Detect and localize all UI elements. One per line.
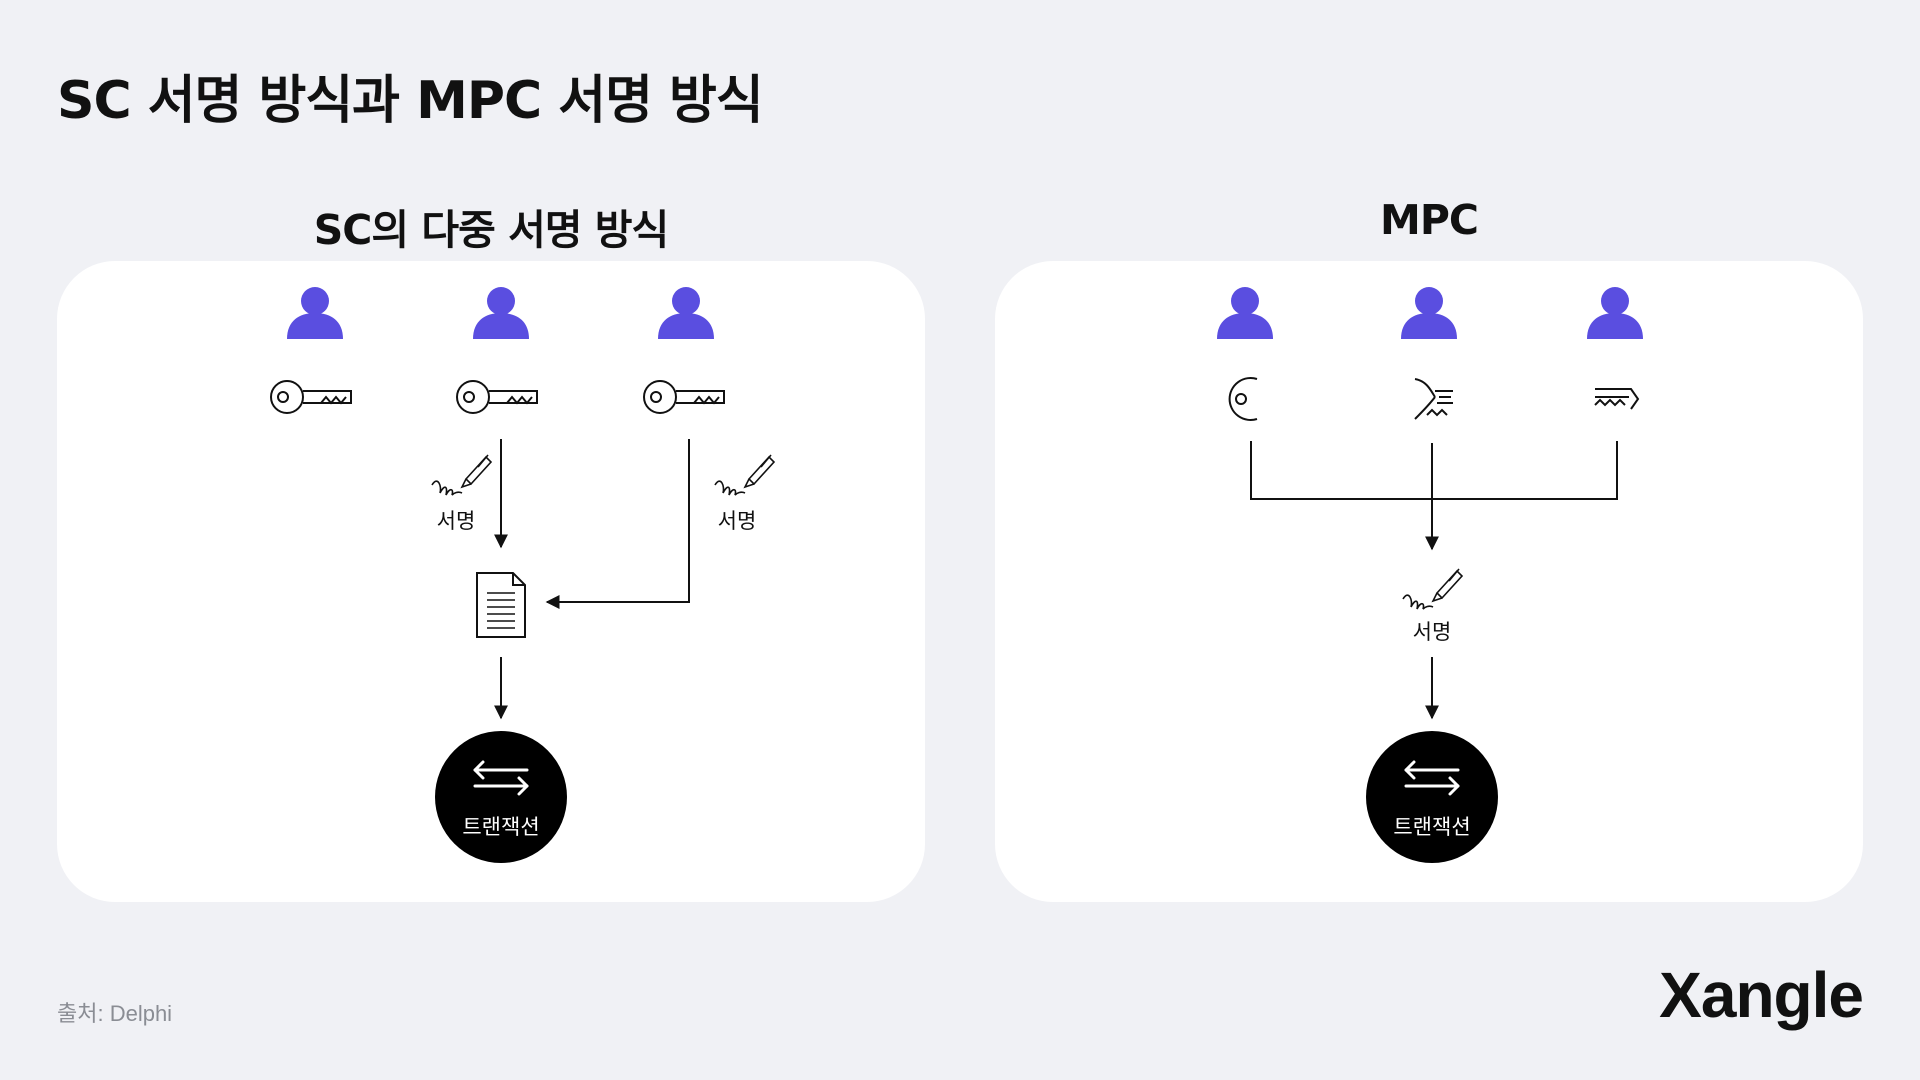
transaction-circle: [1366, 731, 1498, 863]
key-icon: [270, 380, 352, 414]
transaction-arrows-icon: [473, 760, 529, 796]
user-icon: [473, 287, 529, 339]
xangle-logo: Xangle: [1659, 959, 1864, 1031]
page-title: SC 서명 방식과 MPC 서명 방식: [57, 71, 764, 131]
key-fragment-icon: [1594, 388, 1640, 410]
transaction-label: 트랜잭션: [1393, 815, 1471, 839]
sign-label: 서명: [717, 509, 757, 533]
mpc-diagram: [1217, 287, 1643, 863]
source-caption: 출처: Delphi: [57, 1001, 173, 1026]
user-icon: [287, 287, 343, 339]
user-icon: [1217, 287, 1273, 339]
merge-connector: [1250, 441, 1618, 500]
key-fragment-icon: [1228, 377, 1258, 421]
left-panel-title: SC의 다중 서명 방식: [313, 206, 669, 254]
key-fragment-icon: [1414, 378, 1453, 420]
signature-pen-icon: [431, 454, 492, 496]
sign-label: 서명: [1412, 620, 1452, 644]
key-icon: [456, 380, 538, 414]
left-panel: 서명 서명 트랜잭션: [57, 261, 925, 902]
transaction-circle: [435, 731, 567, 863]
user-icon: [1587, 287, 1643, 339]
transaction-arrows-icon: [1404, 760, 1460, 796]
right-panel: 서명 트랜잭션: [995, 261, 1863, 902]
sc-multisig-diagram: [270, 287, 775, 863]
transaction-label: 트랜잭션: [462, 815, 540, 839]
sign-label: 서명: [436, 509, 476, 533]
user-icon: [1401, 287, 1457, 339]
signature-pen-icon: [714, 454, 775, 496]
signature-pen-icon: [1402, 568, 1463, 610]
key-icon: [643, 380, 725, 414]
arrow-to-document: [545, 439, 690, 609]
user-icon: [658, 287, 714, 339]
right-panel-title: MPC: [1380, 196, 1479, 244]
document-icon: [476, 572, 526, 638]
